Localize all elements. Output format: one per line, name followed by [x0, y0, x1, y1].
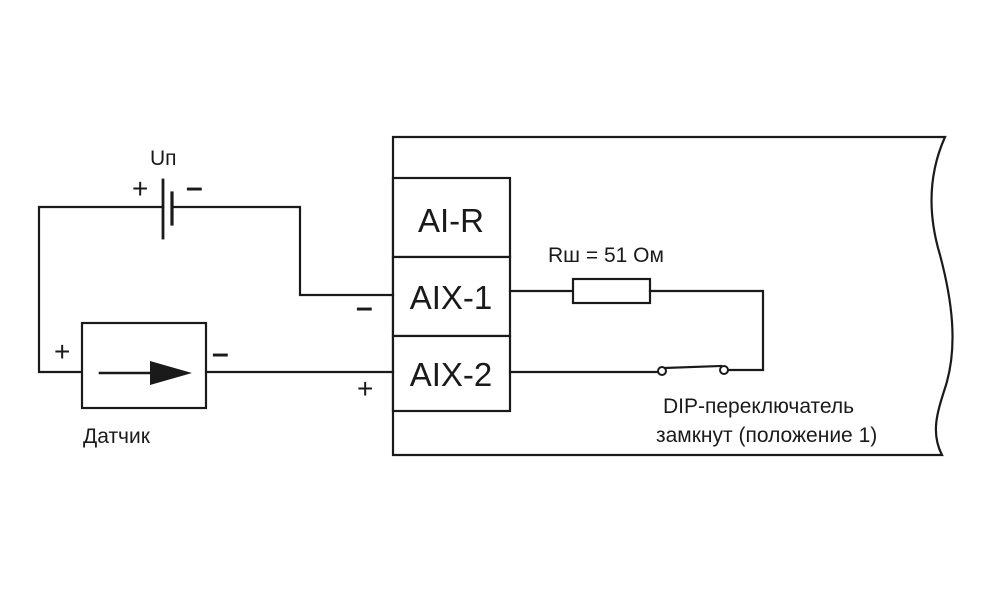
sensor-plus-sign: +	[54, 336, 70, 367]
battery-plus-sign: +	[132, 173, 148, 204]
terminal-ai-r-label: AI-R	[418, 202, 484, 239]
battery-label: Uп	[150, 147, 177, 170]
wire-battery-plus-to-sensor	[37, 205, 165, 374]
device-housing	[391, 135, 954, 457]
dip-switch-label-line2: замкнут (положение 1)	[656, 424, 877, 447]
wire-resistor-to-switch	[648, 289, 765, 372]
sensor-minus-sign: –	[212, 337, 229, 370]
aix1-minus-sign: –	[356, 291, 373, 324]
battery-minus-sign: –	[186, 171, 203, 204]
sensor-arrow-icon	[150, 361, 192, 385]
dip-switch-label-line1: DIP-переключатель	[663, 395, 854, 418]
shunt-resistor	[571, 277, 652, 305]
terminal-aix-2-label: AIX-2	[410, 356, 493, 393]
terminal-aix-1	[391, 255, 512, 338]
aix2-plus-sign: +	[357, 373, 373, 404]
dip-switch-contact-right	[719, 365, 729, 375]
sensor-box	[80, 321, 208, 410]
dip-switch-lever	[663, 364, 723, 370]
wire-battery-minus-to-aix1	[170, 205, 395, 297]
sensor-label: Датчик	[83, 425, 151, 448]
terminal-aix-2	[391, 334, 512, 413]
terminal-aix-1-label: AIX-1	[410, 279, 493, 316]
resistor-label: Rш = 51 Ом	[548, 244, 664, 267]
